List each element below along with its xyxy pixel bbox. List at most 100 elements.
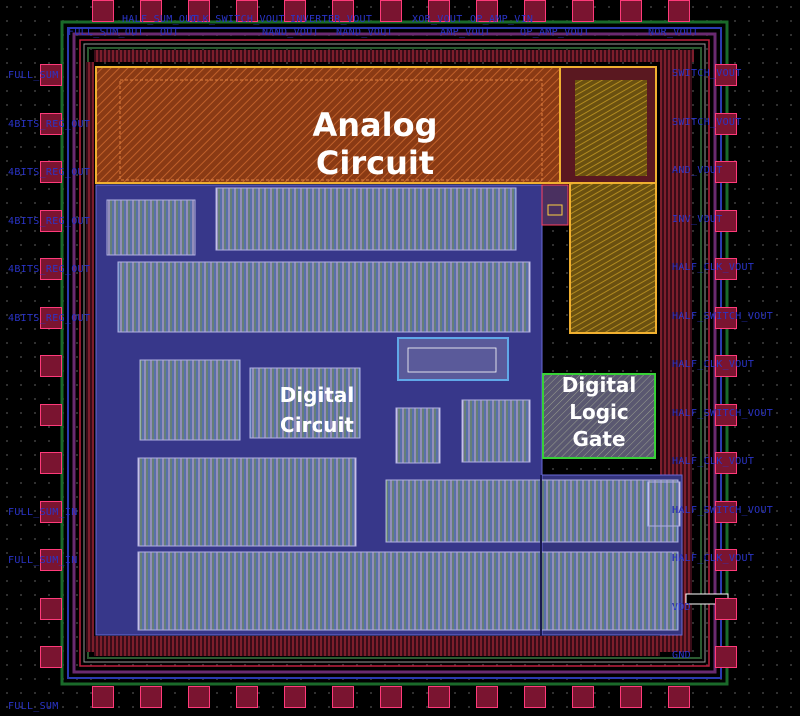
- pin-label: FULL_SUM_OUT: [68, 27, 144, 38]
- bond-pad: [428, 686, 450, 708]
- bond-pad: [40, 112, 62, 135]
- bond-pad: [620, 0, 642, 22]
- bond-pad: [40, 209, 62, 232]
- bond-pad: [715, 306, 737, 329]
- digital-cell-rows: [106, 187, 681, 631]
- pin-label: HALF_SUM_OUT: [122, 14, 198, 25]
- pin-label: OP_AMP_VIN: [470, 14, 534, 25]
- bond-pad: [284, 686, 306, 708]
- bond-pad: [620, 686, 642, 708]
- pin-label: OUT: [160, 27, 179, 38]
- bond-pad: [715, 112, 737, 135]
- bond-pad: [140, 686, 162, 708]
- bond-pad: [715, 500, 737, 523]
- bond-pad: [715, 452, 737, 474]
- bond-pad: [715, 209, 737, 232]
- bond-pad: [40, 258, 62, 280]
- pin-label: HALF_CLK_VOUT: [672, 262, 755, 273]
- pin-label: 4BITS_REG_OUT: [8, 264, 91, 275]
- bond-pad: [715, 403, 737, 426]
- gate-label-line2: Logic: [569, 400, 629, 424]
- pin-label: SWITCH_VOUT: [672, 68, 742, 79]
- outer-seal-ring: [60, 20, 729, 686]
- pin-label: 4BITS_REG_OUT: [8, 215, 91, 227]
- pin-label: GND: [672, 650, 691, 661]
- bond-pad: [92, 0, 114, 22]
- bond-pad: [380, 686, 402, 708]
- pin-label: NOR_VOUT: [648, 27, 699, 38]
- pin-label: HALF_SWITCH_VOUT: [672, 504, 774, 516]
- bond-pad: [524, 686, 546, 708]
- bond-pad: [284, 0, 306, 22]
- pin-label: 4BITS_REG_OUT: [8, 167, 91, 178]
- bond-pad: [40, 161, 62, 183]
- bond-pad: [715, 549, 737, 571]
- bond-pad: [476, 0, 498, 22]
- bond-pad: [40, 64, 62, 86]
- pin-label: HALF_CLK_VOUT: [672, 359, 755, 370]
- bond-pad: [92, 686, 114, 708]
- bond-pad: [332, 686, 354, 708]
- core-boundary: [79, 39, 710, 667]
- bond-pad: [332, 0, 354, 22]
- bond-pad: [40, 403, 62, 426]
- bond-pad: [572, 686, 594, 708]
- digital-circuit-label: Digital Circuit: [262, 380, 372, 440]
- bond-pad: [40, 306, 62, 329]
- digital-logic-gate-block: [542, 373, 656, 459]
- bond-pad: [40, 646, 62, 668]
- bond-pad: [40, 597, 62, 620]
- bond-pad: [40, 355, 62, 377]
- bond-pad: [188, 686, 210, 708]
- bond-pad: [715, 64, 737, 86]
- pin-label: 4BITS_REG_OUT: [8, 118, 91, 130]
- bond-pad: [715, 597, 737, 620]
- pin-label: FULL_SUM_IN: [8, 506, 78, 518]
- pin-label: AND_VOUT: [672, 165, 723, 176]
- digital-circuit-label-line1: Digital: [279, 383, 355, 407]
- pin-label: XOR_VOUT: [412, 14, 463, 25]
- bond-pad: [140, 0, 162, 22]
- bond-pad: [428, 0, 450, 22]
- bond-pad: [715, 161, 737, 183]
- bond-pad: [668, 686, 690, 708]
- pin-label: INV_VOUT: [672, 213, 723, 225]
- digital-circuit-label-line2: Circuit: [280, 413, 354, 437]
- analog-circuit-label: Analog Circuit: [312, 106, 438, 182]
- pin-label: VDD: [672, 601, 691, 613]
- digital-logic-gate-label: Digital Logic Gate: [550, 372, 648, 453]
- pin-label: FULL_SUM: [8, 700, 59, 712]
- pin-label: AMP_VOUT: [440, 27, 491, 38]
- gate-label-line3: Gate: [572, 427, 626, 451]
- pin-label: NAND_VOUT: [336, 27, 393, 38]
- pin-label: HALF_CLK_VOUT: [672, 553, 755, 564]
- bond-pad: [524, 0, 546, 22]
- bond-pad: [476, 686, 498, 708]
- pin-label: HALF_CLK_VOUT: [672, 456, 755, 467]
- bond-pad: [40, 549, 62, 571]
- pin-label: SWITCH_VOUT: [672, 116, 742, 128]
- bond-pad: [236, 686, 258, 708]
- pin-label: INVERTER_VOUT: [290, 14, 373, 25]
- bond-pad: [380, 0, 402, 22]
- pin-label: CLK_SWITCH_VOUT: [190, 14, 285, 25]
- pin-label: FULL_SUM: [8, 70, 59, 81]
- bond-pad: [715, 355, 737, 377]
- bond-pad: [715, 258, 737, 280]
- pin-label: HALF_SWITCH_VOUT: [672, 407, 774, 419]
- bond-pad: [40, 452, 62, 474]
- pin-label: OP_AMP_VOUT: [520, 27, 590, 38]
- bond-pad: [715, 646, 737, 668]
- pin-label: NAND_VOUT: [262, 27, 319, 38]
- analog-circuit-block: [95, 66, 561, 184]
- bond-pad: [40, 500, 62, 523]
- bond-pad: [236, 0, 258, 22]
- pin-label: HALF_SWITCH_VOUT: [672, 310, 774, 322]
- gate-label-line1: Digital: [561, 373, 637, 397]
- pin-label: 4BITS_REG_OUT: [8, 312, 91, 324]
- pin-label: FULL_SUM_IN: [8, 555, 78, 566]
- bond-pad: [188, 0, 210, 22]
- bond-pad: [572, 0, 594, 22]
